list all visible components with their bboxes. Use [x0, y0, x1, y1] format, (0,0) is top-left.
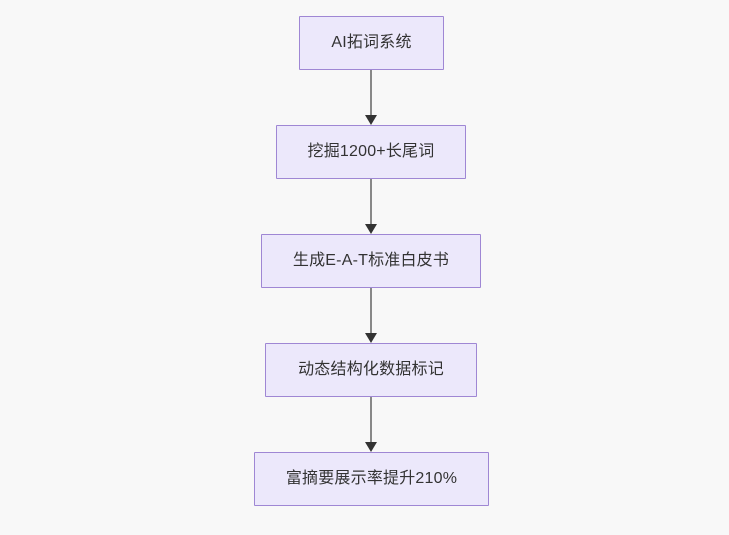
arrowhead-icon [365, 115, 377, 125]
flow-node-label: 富摘要展示率提升210% [285, 470, 458, 488]
flow-node-dynamic-structured-data-markup[interactable]: 动态结构化数据标记 [265, 343, 477, 397]
arrowhead-icon [365, 442, 377, 452]
flow-node-mine-longtail-keywords[interactable]: 挖掘1200+长尾词 [276, 125, 466, 179]
edge-line [370, 288, 372, 334]
flow-node-ai-keyword-system[interactable]: AI拓词系统 [299, 16, 444, 70]
flow-node-label: 挖掘1200+长尾词 [307, 143, 435, 161]
edge-line [370, 397, 372, 443]
flow-edge-3 [365, 288, 377, 343]
flow-edge-4 [365, 397, 377, 452]
flow-node-label: 动态结构化数据标记 [298, 361, 444, 379]
flow-edge-1 [365, 70, 377, 125]
flow-node-rich-snippet-rate-increase[interactable]: 富摘要展示率提升210% [254, 452, 489, 506]
arrowhead-icon [365, 333, 377, 343]
flow-node-label: 生成E-A-T标准白皮书 [292, 252, 450, 270]
flow-node-generate-eat-whitepaper[interactable]: 生成E-A-T标准白皮书 [261, 234, 481, 288]
flow-edge-2 [365, 179, 377, 234]
flow-node-label: AI拓词系统 [331, 34, 412, 52]
arrowhead-icon [365, 224, 377, 234]
edge-line [370, 70, 372, 116]
edge-line [370, 179, 372, 225]
